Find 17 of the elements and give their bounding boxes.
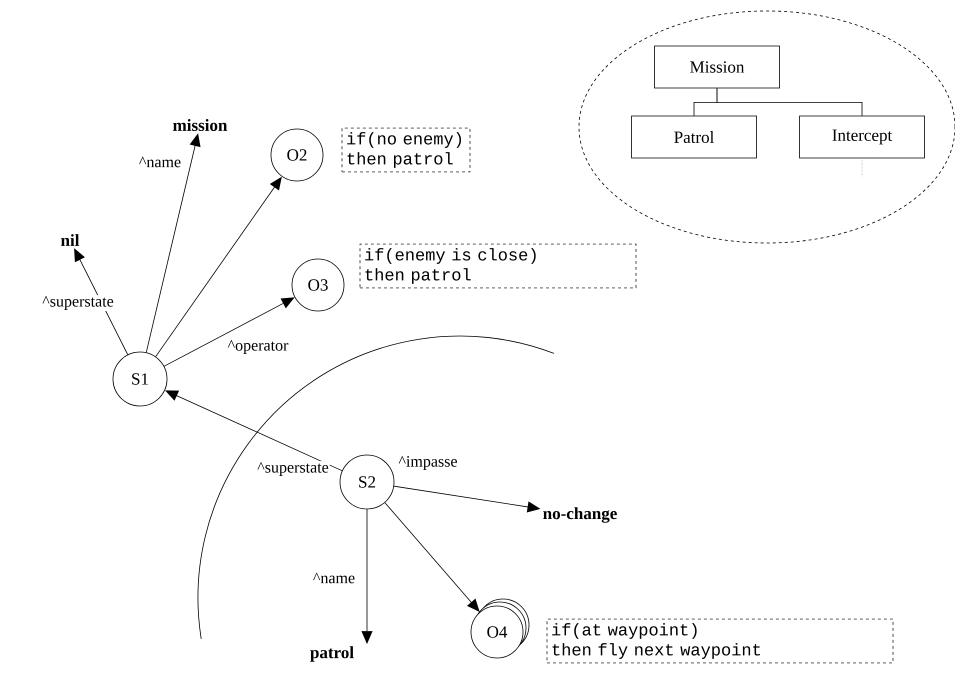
edge-label: ^name [138, 156, 182, 168]
task-box: Intercept [799, 116, 925, 158]
edge-label: ^operator [226, 339, 290, 355]
stacked-operator-circles: O4 [470, 598, 530, 658]
condition-box: if(at waypoint) then fly next waypoint [546, 618, 894, 664]
edge-label: ^impasse [397, 455, 459, 471]
edge-label: ^superstate [256, 461, 330, 477]
condition-box: if(no enemy) then patrol [342, 128, 470, 172]
value-label: patrol [310, 646, 354, 662]
edge-label: ^superstate [41, 295, 115, 311]
task-box: Patrol [631, 116, 757, 158]
edge-label: ^name [312, 572, 356, 584]
condition-box: if(enemy is close) then patrol [360, 244, 636, 288]
value-label: no-change [543, 507, 617, 523]
value-label: mission [173, 119, 228, 131]
task-box: Mission [654, 46, 780, 88]
value-label: nil [61, 234, 80, 246]
